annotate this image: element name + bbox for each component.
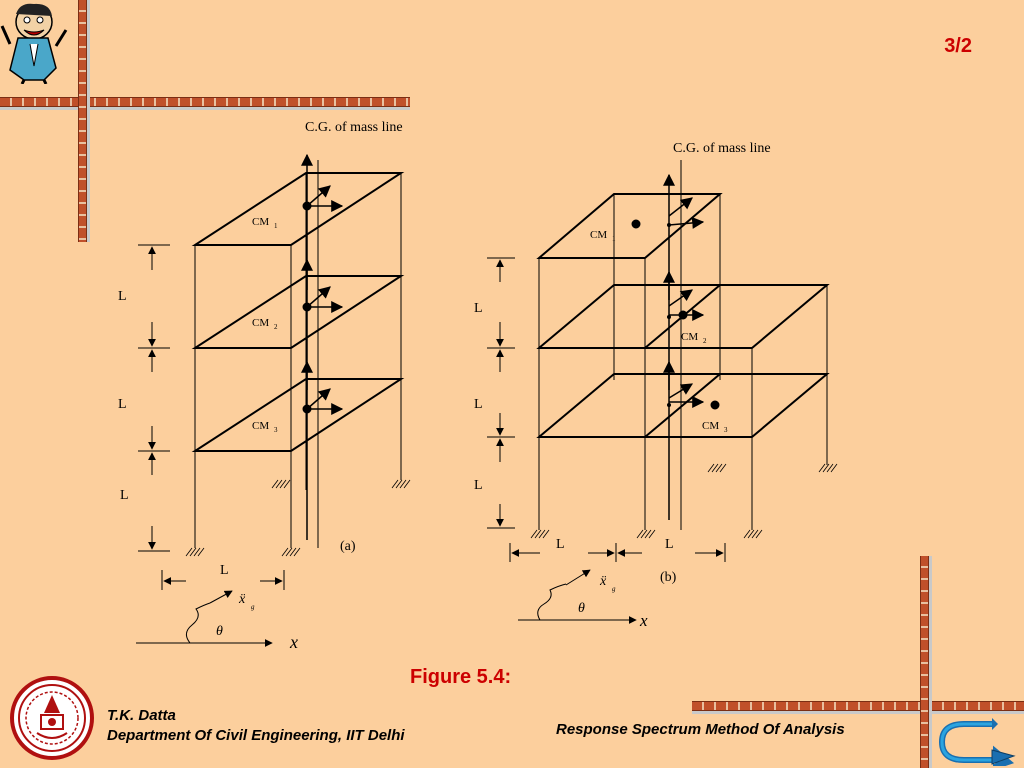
ground-accel-sub-b: g (612, 585, 616, 593)
department-name: Department Of Civil Engineering, IIT Del… (107, 727, 405, 744)
height-label-b-2: L (474, 397, 483, 412)
mass-point-b-1 (631, 197, 705, 229)
cm-sub-b-3: 3 (724, 426, 728, 434)
height-dimension-b (487, 257, 515, 529)
axis-label-b: x (639, 611, 648, 630)
top-left-brick-post (78, 0, 87, 242)
floor-a-2 (191, 275, 405, 349)
cm-label-b-3: CM (702, 420, 719, 432)
ground-accel-b: ẍ (599, 574, 607, 589)
bottom-right-brick-rail (692, 701, 1024, 711)
lecture-topic: Response Spectrum Method Of Analysis (556, 721, 845, 738)
mass-point-b-3 (667, 383, 720, 410)
mass-point-a-1 (302, 185, 344, 212)
ground-accel-sub-a: g (251, 603, 255, 611)
author-name: T.K. Datta (107, 707, 176, 724)
return-arrow-icon[interactable] (934, 716, 1024, 766)
mass-point-b-2 (667, 289, 705, 321)
floor-a-1 (191, 172, 405, 246)
cm-label-a-3: CM (252, 420, 269, 432)
floor-b-3 (536, 373, 830, 438)
mass-point-a-3 (302, 388, 344, 415)
cm-label-a-1: CM (252, 216, 269, 228)
height-label-b-1: L (474, 301, 483, 316)
height-label-a-3: L (120, 488, 129, 503)
angle-label-b: θ (578, 601, 585, 616)
bottom-right-brick-post (920, 556, 929, 768)
cm-sub-a-2: 2 (274, 323, 278, 331)
floor-b-1 (536, 193, 723, 259)
width-label-b-1: L (556, 537, 565, 552)
top-left-brick-rail (0, 97, 410, 107)
cm-sub-b-1: 1 (612, 235, 616, 243)
ground-accel-a: ẍ (238, 592, 246, 607)
panel-a (136, 153, 411, 647)
panel-b (487, 160, 838, 624)
width-dimension-b (509, 543, 726, 562)
height-label-a-1: L (118, 289, 127, 304)
iit-delhi-logo (10, 676, 94, 760)
height-dimension-a (138, 244, 170, 552)
figure-caption: Figure 5.4: (410, 666, 512, 688)
height-label-b-3: L (474, 478, 483, 493)
cm-label-a-2: CM (252, 317, 269, 329)
axis-label-a: x (289, 632, 298, 652)
cm-sub-b-2: 2 (703, 337, 707, 345)
cartoon-professor-icon (0, 3, 68, 84)
panel-label-b: (b) (660, 570, 677, 585)
cm-label-b-2: CM (681, 331, 698, 343)
width-label-b-2: L (665, 537, 674, 552)
panel-label-a: (a) (340, 539, 356, 554)
slide-number: 3/2 (944, 35, 972, 57)
cm-sub-a-1: 1 (274, 222, 278, 230)
width-dimension-a (161, 570, 285, 590)
cm-label-b-1: CM (590, 229, 607, 241)
floor-a-3 (191, 378, 405, 452)
cg-label-b: C.G. of mass line (673, 141, 771, 156)
cg-label-a: C.G. of mass line (305, 120, 403, 135)
cm-sub-a-3: 3 (274, 426, 278, 434)
author-block: T.K. Datta Department Of Civil Engineeri… (107, 706, 405, 746)
mass-point-a-2 (302, 286, 344, 313)
height-label-a-2: L (118, 397, 127, 412)
width-label-a: L (220, 563, 229, 578)
angle-label-a: θ (216, 624, 223, 639)
